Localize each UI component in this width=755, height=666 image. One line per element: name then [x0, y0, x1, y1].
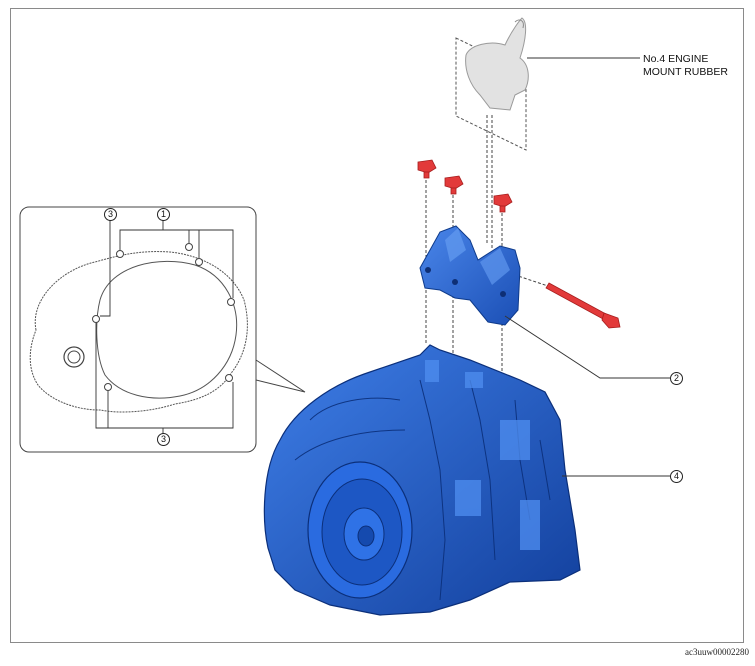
- inset-detail: [19, 206, 306, 453]
- seal-ring: [63, 346, 85, 368]
- through-bolt: [545, 282, 607, 320]
- bolt-3: [493, 193, 513, 208]
- bolt-holes: [92, 243, 235, 391]
- diagram-frame: [10, 8, 744, 643]
- mount-bracket: [419, 225, 670, 379]
- bolt-2: [444, 175, 464, 190]
- bolt-1: [417, 159, 437, 174]
- bore-outline: [96, 260, 238, 399]
- engine-mount-rubber: [455, 17, 640, 151]
- callout-4: 4: [670, 470, 683, 483]
- transmission-assembly: [263, 344, 670, 616]
- mount-rubber-label-line2: MOUNT RUBBER: [643, 66, 728, 78]
- callout-3-bottom: 3: [157, 433, 170, 446]
- callout-1: 1: [157, 208, 170, 221]
- callout-3-top: 3: [104, 208, 117, 221]
- mount-rubber-label-line1: No.4 ENGINE: [643, 53, 709, 65]
- figure-code: ac3uuw00002280: [685, 647, 749, 657]
- housing-outline: [29, 251, 248, 413]
- bolts: [417, 159, 621, 329]
- callout-2: 2: [670, 372, 683, 385]
